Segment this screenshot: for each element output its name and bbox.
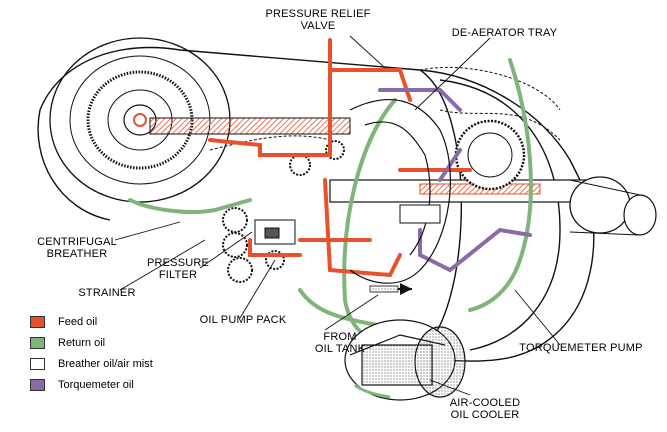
pressure-relief-valve-label: PRESSURE RELIEF VALVE xyxy=(258,8,378,32)
legend-swatch-torquemeter-oil xyxy=(30,379,45,391)
cooler-line2: OIL COOLER xyxy=(450,409,520,421)
torquemeter-pump-label: TORQUEMETER PUMP xyxy=(519,342,643,354)
pressure-relief-line1: PRESSURE RELIEF xyxy=(265,8,371,20)
legend-swatch-breather xyxy=(30,358,45,370)
legend-item-breather: Breather oil/air mist xyxy=(30,356,190,377)
strainer-label: STRAINER xyxy=(78,287,136,299)
pressure-relief-line2: VALVE xyxy=(300,20,336,32)
from-tank-line1: FROM xyxy=(323,331,357,343)
gearbox xyxy=(222,119,526,283)
legend-label-feed-oil: Feed oil xyxy=(58,316,98,328)
legend-label-torquemeter-oil: Torquemeter oil xyxy=(58,379,134,391)
oil-pump-pack-label: OIL PUMP PACK xyxy=(199,314,287,326)
legend-item-return-oil: Return oil xyxy=(30,335,190,356)
oil-cooler-unit xyxy=(344,319,466,401)
leader-lines xyxy=(114,35,561,396)
oil-tank-arrow xyxy=(369,283,412,295)
pressure-filter-line1: PRESSURE xyxy=(146,257,210,269)
pressure-filter-label: PRESSURE FILTER xyxy=(143,257,213,281)
centrifugal-line1: CENTRIFUGAL xyxy=(37,236,117,248)
legend-label-breather: Breather oil/air mist xyxy=(58,358,153,370)
legend-label-return-oil: Return oil xyxy=(58,337,106,349)
pump-pack xyxy=(254,204,441,245)
centrifugal-line2: BREATHER xyxy=(46,248,108,260)
legend-swatch-feed-oil xyxy=(30,316,45,328)
from-tank-line2: OIL TANK xyxy=(314,343,366,355)
from-oil-tank-label: FROM OIL TANK xyxy=(300,331,380,355)
cooler-line1: AIR-COOLED xyxy=(449,397,521,409)
air-cooled-oil-cooler-label: AIR-COOLED OIL COOLER xyxy=(440,397,530,421)
centrifugal-breather-label: CENTRIFUGAL BREATHER xyxy=(32,236,122,260)
gearbox-casing xyxy=(349,99,451,284)
main-shaft xyxy=(149,117,657,236)
legend-item-torquemeter-oil: Torquemeter oil xyxy=(30,377,190,398)
breather-lines xyxy=(209,66,561,151)
legend-swatch-return-oil xyxy=(30,337,45,349)
legend-item-feed-oil: Feed oil xyxy=(30,314,190,335)
deaerator-tray-label: DE-AERATOR TRAY xyxy=(451,27,558,39)
legend: Feed oil Return oil Breather oil/air mis… xyxy=(30,314,190,398)
pressure-filter-line2: FILTER xyxy=(158,269,198,281)
